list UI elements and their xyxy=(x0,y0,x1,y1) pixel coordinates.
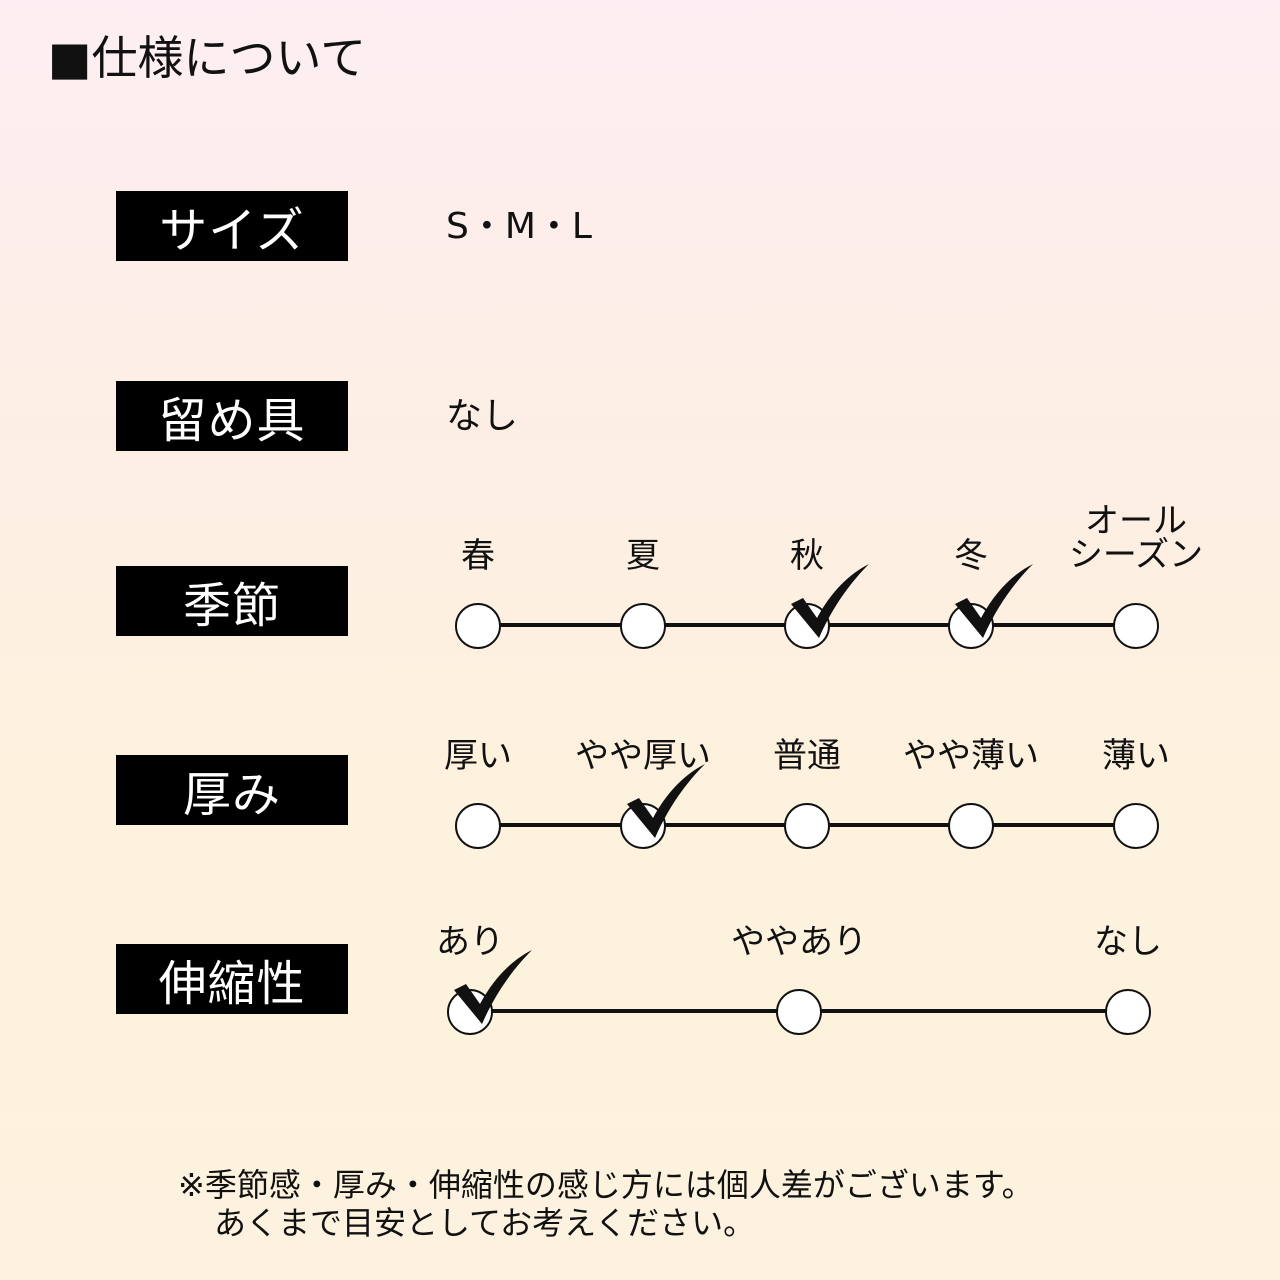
thickness-option-label: やや厚い xyxy=(575,736,711,776)
fastener-label: 留め具 xyxy=(116,381,348,451)
stretch-option-label: ややあり xyxy=(731,922,867,962)
thickness-option-label: 厚い xyxy=(444,736,512,776)
season-option-label: 秋 xyxy=(790,536,824,576)
season-option-dot xyxy=(455,603,501,649)
thickness-option-label: 薄い xyxy=(1102,736,1170,776)
season-option-dot xyxy=(948,603,994,649)
page-title: ■仕様について xyxy=(48,31,367,85)
thickness-option-label: 普通 xyxy=(773,736,841,776)
note-line-2: あくまで目安としてお考えください。 xyxy=(214,1204,756,1242)
season-option-label: 春 xyxy=(461,536,495,576)
stretch-option-dot xyxy=(447,989,493,1035)
thickness-label: 厚み xyxy=(116,755,348,825)
stretch-label: 伸縮性 xyxy=(116,944,348,1014)
check-mark-icon xyxy=(450,948,536,1028)
season-option-label: オールシーズン xyxy=(1068,501,1204,575)
fastener-value: なし xyxy=(446,396,519,437)
note-line-1: ※季節感・厚み・伸縮性の感じ方には個人差がございます。 xyxy=(178,1166,1034,1204)
thickness-option-dot xyxy=(455,803,501,849)
stretch-option-dot xyxy=(776,989,822,1035)
size-value: S・M・L xyxy=(446,206,592,247)
check-mark-icon xyxy=(623,762,709,842)
thickness-scale-line xyxy=(478,823,1136,827)
season-scale-line xyxy=(478,623,1136,627)
stretch-option-label: あり xyxy=(436,922,504,962)
thickness-option-dot xyxy=(620,803,666,849)
check-mark-icon xyxy=(951,562,1037,642)
season-option-label: 夏 xyxy=(626,536,660,576)
season-option-dot xyxy=(784,603,830,649)
size-label: サイズ xyxy=(116,191,348,261)
stretch-scale-line xyxy=(470,1009,1128,1013)
thickness-option-dot xyxy=(1113,803,1159,849)
season-option-dot xyxy=(620,603,666,649)
season-label: 季節 xyxy=(116,566,348,636)
check-mark-icon xyxy=(787,562,873,642)
disclaimer-note: ※季節感・厚み・伸縮性の感じ方には個人差がございます。 あくまで目安としてお考え… xyxy=(178,1166,1034,1242)
stretch-option-dot xyxy=(1105,989,1151,1035)
thickness-option-dot xyxy=(784,803,830,849)
season-option-label: 冬 xyxy=(954,536,988,576)
season-option-dot xyxy=(1113,603,1159,649)
thickness-option-label: やや薄い xyxy=(903,736,1039,776)
stretch-option-label: なし xyxy=(1094,922,1162,962)
thickness-option-dot xyxy=(948,803,994,849)
